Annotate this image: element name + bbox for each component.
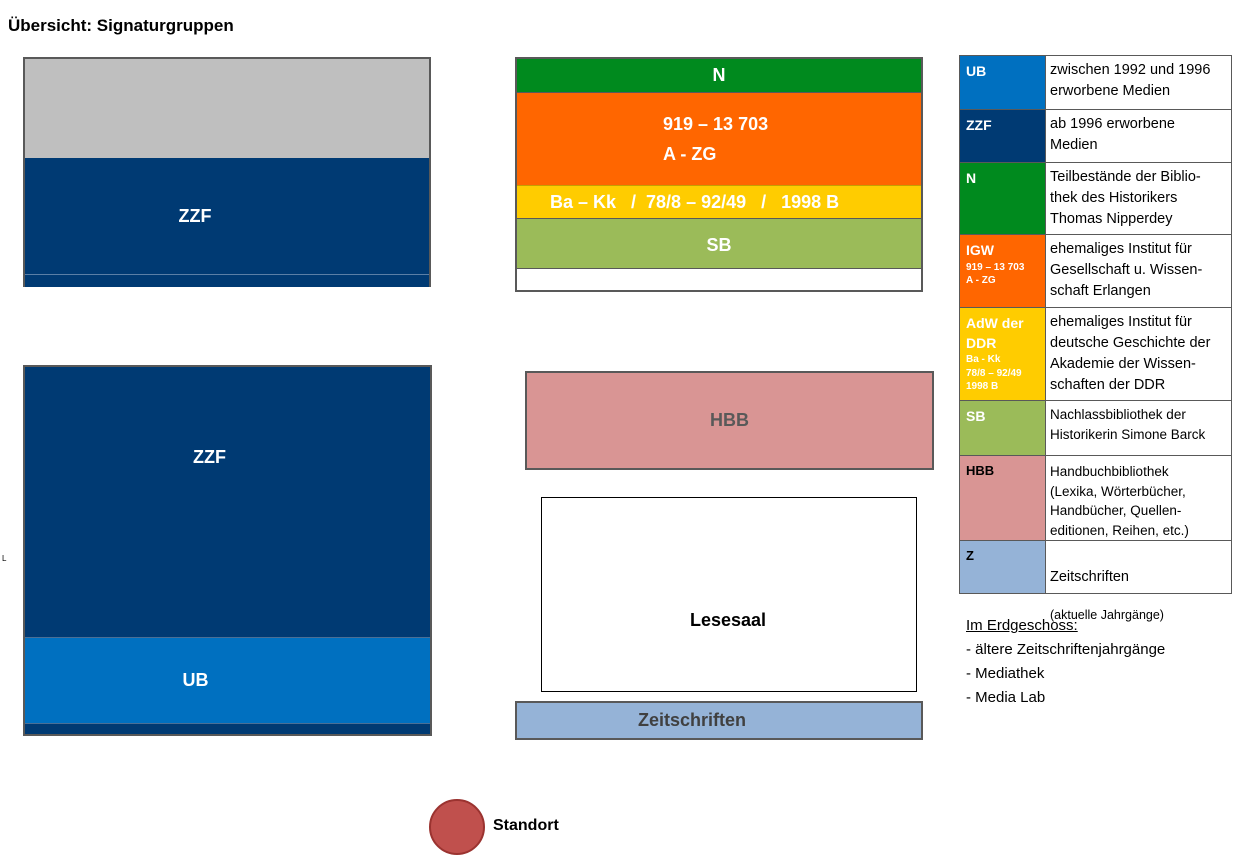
legend-code-zzf-text: ZZF — [966, 117, 992, 133]
page-title: Übersicht: Signaturgruppen — [8, 16, 234, 35]
legend-desc-z-main: Zeitschriften — [1050, 568, 1129, 585]
legend-code-zzf: ZZF — [960, 110, 1045, 162]
legend-code-igw-sub2: A - ZG — [966, 275, 996, 287]
shelf-ub-strip — [25, 723, 430, 734]
legend-row-zzf: ZZF ab 1996 erworbene Medien — [960, 110, 1231, 163]
legend-desc-z-sub: (aktuelle Jahrgänge) — [1050, 607, 1164, 622]
legend-desc-hbb: Handbuchbibliothek (Lexika, Wörterbücher… — [1045, 456, 1231, 540]
legend-code-n-text: N — [966, 170, 977, 186]
reading-room-label: Lesesaal — [689, 610, 767, 630]
legend-code-igw: IGW 919 – 13 703 A - ZG — [960, 235, 1045, 307]
shelf-grey-area — [25, 59, 429, 158]
ground-floor-item: - Media Lab — [966, 689, 1046, 706]
legend-code-igw-sub1: 919 – 13 703 — [966, 261, 1025, 273]
legend-code-adw-sub3: 1998 B — [966, 381, 999, 393]
shelf-bottom-left: ZZF UB — [23, 365, 432, 736]
shelf-sb-label: SB — [706, 235, 732, 255]
shelf-zzf-top: ZZF — [25, 158, 429, 274]
shelf-zeitschriften: Zeitschriften — [515, 701, 923, 740]
legend-code-n: N — [960, 163, 1045, 234]
shelf-n: N — [517, 59, 921, 93]
legend-row-n: N Teilbestände der Biblio- thek des Hist… — [960, 163, 1231, 235]
legend-table: UB zwischen 1992 und 1996 erworbene Medi… — [959, 55, 1232, 622]
shelf-igw-line1: 919 – 13 703 — [663, 114, 769, 134]
shelf-ub-label: UB — [182, 670, 209, 690]
shelf-adw: Ba – Kk / 78/8 – 92/49 / 1998 B — [517, 185, 921, 219]
legend-code-adw: AdW der DDR Ba - Kk 78/8 – 92/49 1998 B — [960, 308, 1045, 400]
shelf-hbb-label: HBB — [710, 410, 749, 430]
legend-desc-n: Teilbestände der Biblio- thek des Histor… — [1045, 163, 1231, 234]
legend-desc-z: Zeitschriften (aktuelle Jahrgänge) — [1045, 541, 1231, 622]
shelf-zzf-top-label: ZZF — [178, 205, 212, 226]
shelf-zzf-bottom: ZZF — [25, 367, 430, 637]
shelf-igw: 919 – 13 703 A - ZG — [517, 93, 921, 185]
legend-code-ub-text: UB — [966, 63, 987, 79]
legend-row-igw: IGW 919 – 13 703 A - ZG ehemaliges Insti… — [960, 235, 1231, 308]
ground-floor-heading: Im Erdgeschoss: — [966, 617, 1078, 634]
legend-row-hbb: HBB Handbuchbibliothek (Lexika, Wörterbü… — [960, 456, 1231, 541]
legend-code-sb: SB — [960, 401, 1045, 455]
legend-code-adw-sub1: Ba - Kk — [966, 354, 1001, 366]
shelf-middle-top: N 919 – 13 703 A - ZG Ba – Kk / 78/8 – 9… — [515, 57, 923, 292]
shelf-hbb: HBB — [525, 371, 934, 470]
legend-code-sb-text: SB — [966, 408, 986, 424]
shelf-igw-line2: A - ZG — [663, 144, 717, 164]
legend-desc-zzf: ab 1996 erworbene Medien — [1045, 110, 1231, 162]
legend-desc-adw: ehemaliges Institut für deutsche Geschic… — [1045, 308, 1231, 400]
side-mark: L — [2, 554, 7, 563]
shelf-n-label: N — [712, 65, 726, 85]
legend-code-hbb-text: HBB — [966, 463, 995, 478]
shelf-zeitschriften-label: Zeitschriften — [637, 710, 747, 730]
reading-room: Lesesaal — [541, 497, 917, 692]
ground-floor-notes: Im Erdgeschoss: - ältere Zeitschriftenja… — [966, 614, 1165, 710]
legend-code-z-text: Z — [966, 548, 974, 563]
shelf-ub: UB — [25, 637, 430, 723]
shelf-zzf-bottom-label: ZZF — [193, 447, 226, 467]
legend-code-adw-sub2: 78/8 – 92/49 — [966, 367, 1022, 379]
legend-row-z: Z Zeitschriften (aktuelle Jahrgänge) — [960, 541, 1231, 622]
legend-desc-ub: zwischen 1992 und 1996 erworbene Medien — [1045, 56, 1231, 109]
shelf-adw-label: Ba – Kk / 78/8 – 92/49 / 1998 B — [550, 191, 840, 212]
ground-floor-item: - ältere Zeitschriftenjahrgänge — [966, 641, 1166, 658]
shelf-sb: SB — [517, 219, 921, 269]
legend-row-sb: SB Nachlassbibliothek der Historikerin S… — [960, 401, 1231, 456]
legend-row-adw: AdW der DDR Ba - Kk 78/8 – 92/49 1998 B … — [960, 308, 1231, 401]
shelf-zzf-top-strip — [25, 274, 429, 287]
legend-desc-igw: ehemaliges Institut für Gesellschaft u. … — [1045, 235, 1231, 307]
legend-code-igw-text: IGW — [966, 242, 994, 258]
shelf-top-left: ZZF — [23, 57, 431, 287]
legend-code-adw-text: AdW der DDR — [966, 315, 1024, 351]
legend-code-z: Z — [960, 541, 1045, 593]
legend-row-ub: UB zwischen 1992 und 1996 erworbene Medi… — [960, 56, 1231, 110]
standort-label: Standort — [493, 817, 559, 834]
legend-code-ub: UB — [960, 56, 1045, 109]
legend-code-hbb: HBB — [960, 456, 1045, 540]
standort-marker — [429, 799, 485, 855]
legend-desc-sb: Nachlassbibliothek der Historikerin Simo… — [1045, 401, 1231, 455]
ground-floor-item: - Mediathek — [966, 665, 1045, 682]
